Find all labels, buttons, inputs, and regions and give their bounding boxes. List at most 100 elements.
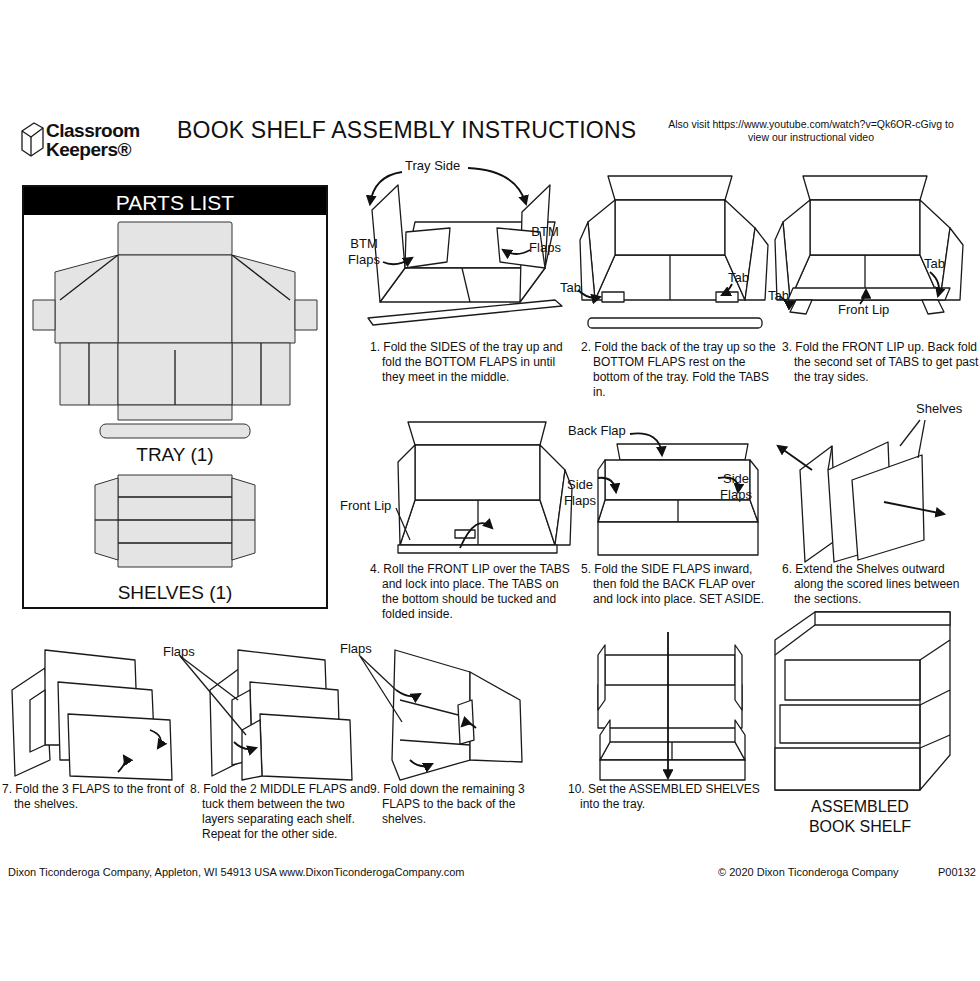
step-5-illustration-part [617,444,748,460]
step-6-illustration-part [884,502,944,514]
shelves-flat-part-part [95,478,118,560]
step-10-illustration-part [735,720,745,760]
tray-flat-part-part [60,343,118,405]
step-3-illustration-part [860,290,866,304]
step-5-illustration-part [677,500,678,522]
step-4-illustration-part [398,545,557,553]
step-instruction: 8. Fold the 2 MIDDLE FLAPS and tuck them… [190,782,372,842]
step-9-illustration-part [410,760,432,766]
assembled-shelf-illustration-part [919,660,920,790]
step-10-illustration-part [667,632,669,778]
assembled-shelf-illustration-part [780,705,920,743]
tray-flat-part-part [295,300,317,330]
logo-icon-part [22,128,43,137]
tray-flat-part [33,222,317,438]
shelves-flat-part [95,475,255,567]
tray-flat-part-part [118,222,232,255]
step-1-illustration-part [383,258,412,264]
step-5-illustration-part [598,460,605,522]
tray-flat-part-part [100,424,250,438]
callout-label: Front Lip [340,498,391,514]
shelves-flat-part-part [118,542,232,543]
footer-text: P00132 [938,866,976,880]
assembled-shelf-illustration-part [775,748,920,790]
step-6-illustration-part [778,446,812,470]
step-2-illustration-part [580,222,595,300]
step-8-illustration-part [180,656,238,700]
step-4-illustration-part [408,422,546,445]
step-3-illustration-part [810,200,920,255]
tray-flat-part-part [118,405,232,420]
assembled-shelf-illustration-part [775,625,815,655]
step-8-illustration-part [234,742,256,749]
assembled-shelf-illustration-part [775,612,950,790]
step-1-illustration-part [370,172,402,204]
logo-text: Keepers® [46,138,131,162]
step-5-illustration [598,433,758,555]
step-10-illustration-part [735,645,742,710]
logo-icon-part [22,123,43,156]
step-7-illustration [12,650,172,780]
step-6-illustration [778,420,944,562]
shelves-flat-part-part [95,519,118,520]
step-3-illustration-part [803,176,927,200]
step-1-illustration-part [468,168,526,204]
step-1-illustration-part [405,228,450,268]
shelves-flat-part-part [118,496,232,497]
assembled-caption: ASSEMBLED BOOK SHELF [790,797,930,837]
step-instruction: 2. Fold the back of the tray up so the B… [581,340,778,400]
step-7-illustration-part [12,668,50,776]
shelves-flat-part-part [118,475,232,567]
callout-label: Flaps [163,644,195,660]
callout-label: Shelves [916,401,962,417]
step-3-illustration [775,176,963,314]
shelves-flat-part-part [118,519,232,520]
step-2-illustration-part [578,290,600,298]
step-10-illustration-part [598,685,742,728]
tray-flat-part-part [260,343,261,405]
step-8-illustration-part [180,656,246,735]
step-9-illustration-part [458,700,474,744]
step-1-illustration-part [368,300,562,325]
step-2-illustration-part [669,255,670,300]
step-2-illustration-part [608,176,732,200]
step-instruction: 6. Extend the Shelves outward along the … [782,562,974,607]
step-9-illustration [360,650,522,780]
callout-label: Tab [768,288,789,304]
step-3-illustration-part [788,288,950,300]
step-2-illustration-part [615,200,725,255]
tray-flat-part-part [60,255,118,300]
step-7-illustration-part [68,714,172,780]
part-name: TRAY (1) [24,443,326,467]
tray-flat-part-part [118,343,232,405]
step-2-illustration-part [602,292,624,302]
step-4-illustration-part [477,500,478,545]
step-8-illustration [180,650,352,780]
step-6-illustration-part [900,420,920,446]
step-6-illustration-part [828,446,832,470]
step-8-illustration-part [260,714,352,780]
assembled-shelf-illustration-part [920,735,950,748]
step-instruction: 5. Fold the SIDE FLAPS inward, then fold… [581,562,778,607]
step-9-illustration-part [470,672,522,762]
footer-text: Dixon Ticonderoga Company, Appleton, WI … [8,866,465,880]
step-10-illustration-part [671,742,672,760]
step-3-illustration-part [922,300,944,314]
video-note: Also visit https://www.youtube.com/watch… [662,118,960,144]
callout-label: BTM Flaps [343,236,385,269]
step-5-illustration-part [630,433,662,455]
step-4-illustration-part [400,500,555,545]
step-9-illustration-part [462,723,476,728]
parts-list-band: PARTS LIST [24,187,326,215]
step-instruction: 7. Fold the 3 FLAPS to the front of the … [2,782,194,812]
callout-label: Flaps [340,641,372,657]
step-5-illustration-part [598,478,616,492]
step-instruction: 3. Fold the FRONT LIP up. Back fold the … [782,340,979,385]
step-4-illustration-part [460,523,492,548]
step-2-illustration [578,176,768,328]
tray-flat-part-part [33,300,55,330]
assembled-shelf-illustration [775,612,950,790]
assembled-shelf-illustration-part [785,660,920,700]
step-9-illustration-part [360,656,402,722]
callout-label: Tab [924,256,945,272]
